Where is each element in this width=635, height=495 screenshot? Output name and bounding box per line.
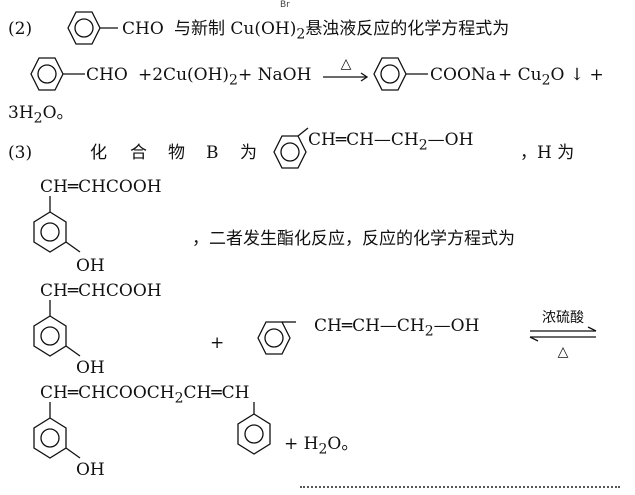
equilibrium-arrow-icon <box>529 326 597 342</box>
ester-hydroxyl: OH <box>76 460 105 480</box>
eq2-reactant-group: CHO <box>86 65 128 85</box>
part3-word-3: 物 <box>168 143 185 163</box>
benzene-ring-icon <box>33 300 81 357</box>
reaction-arrow-icon <box>323 72 369 82</box>
part3-word-5: 为 <box>240 143 257 163</box>
eq3-water: + H2O。 <box>284 434 359 458</box>
eq3-acid-hydroxyl: OH <box>76 358 105 378</box>
eq3-catalyst: 浓硫酸 <box>542 310 584 326</box>
eq3-heat: △ <box>557 344 569 360</box>
ester-chain: CH═CHCOOCH2CH═CH <box>40 383 250 407</box>
eq2-reagents: +2Cu(OH)2+ NaOH <box>138 65 312 89</box>
benzene-ring-icon <box>67 11 118 45</box>
eq3-plus: + <box>210 333 225 353</box>
benzene-ring-icon <box>237 402 271 455</box>
benzene-ring-icon <box>33 196 81 253</box>
part2-aldehyde-group: CHO <box>122 19 164 39</box>
part2-intro-text: 与新制 Cu(OH)2悬浊液反应的化学方程式为 <box>174 19 510 43</box>
benzene-ring-icon <box>273 127 309 169</box>
benzene-ring-icon <box>30 57 85 91</box>
eq2-heat-condition: △ <box>340 56 352 72</box>
esterification-text: ，二者发生酯化反应，反应的化学方程式为 <box>192 229 515 249</box>
compound-b-chain: CH═CH—CH2—OH <box>308 130 474 154</box>
cropped-bottom-edge <box>300 486 620 492</box>
benzene-ring-icon <box>257 321 296 355</box>
part3-word-1: 化 <box>90 143 107 163</box>
part3-word-2: 合 <box>130 143 147 163</box>
h-hydroxyl: OH <box>76 256 105 276</box>
eq2-byproducts: + Cu2O ↓ + <box>498 65 604 89</box>
eq3-alcohol-chain: CH═CH—CH2—OH <box>314 316 480 340</box>
benzene-ring-icon <box>373 57 428 91</box>
eq3-acid-chain: CH═CHCOOH <box>40 281 162 301</box>
part3-h-text: ，H 为 <box>520 143 575 163</box>
h-side-chain: CH═CHCOOH <box>40 177 162 197</box>
part2-number: (2) <box>8 19 33 39</box>
part3-number: (3) <box>8 143 33 163</box>
part3-word-4: B <box>206 143 219 163</box>
eq2-water: 3H2O。 <box>8 103 74 127</box>
benzene-ring-icon <box>33 402 81 459</box>
cropped-header-text: Br <box>280 0 290 10</box>
eq2-product-group: COONa <box>430 65 496 85</box>
